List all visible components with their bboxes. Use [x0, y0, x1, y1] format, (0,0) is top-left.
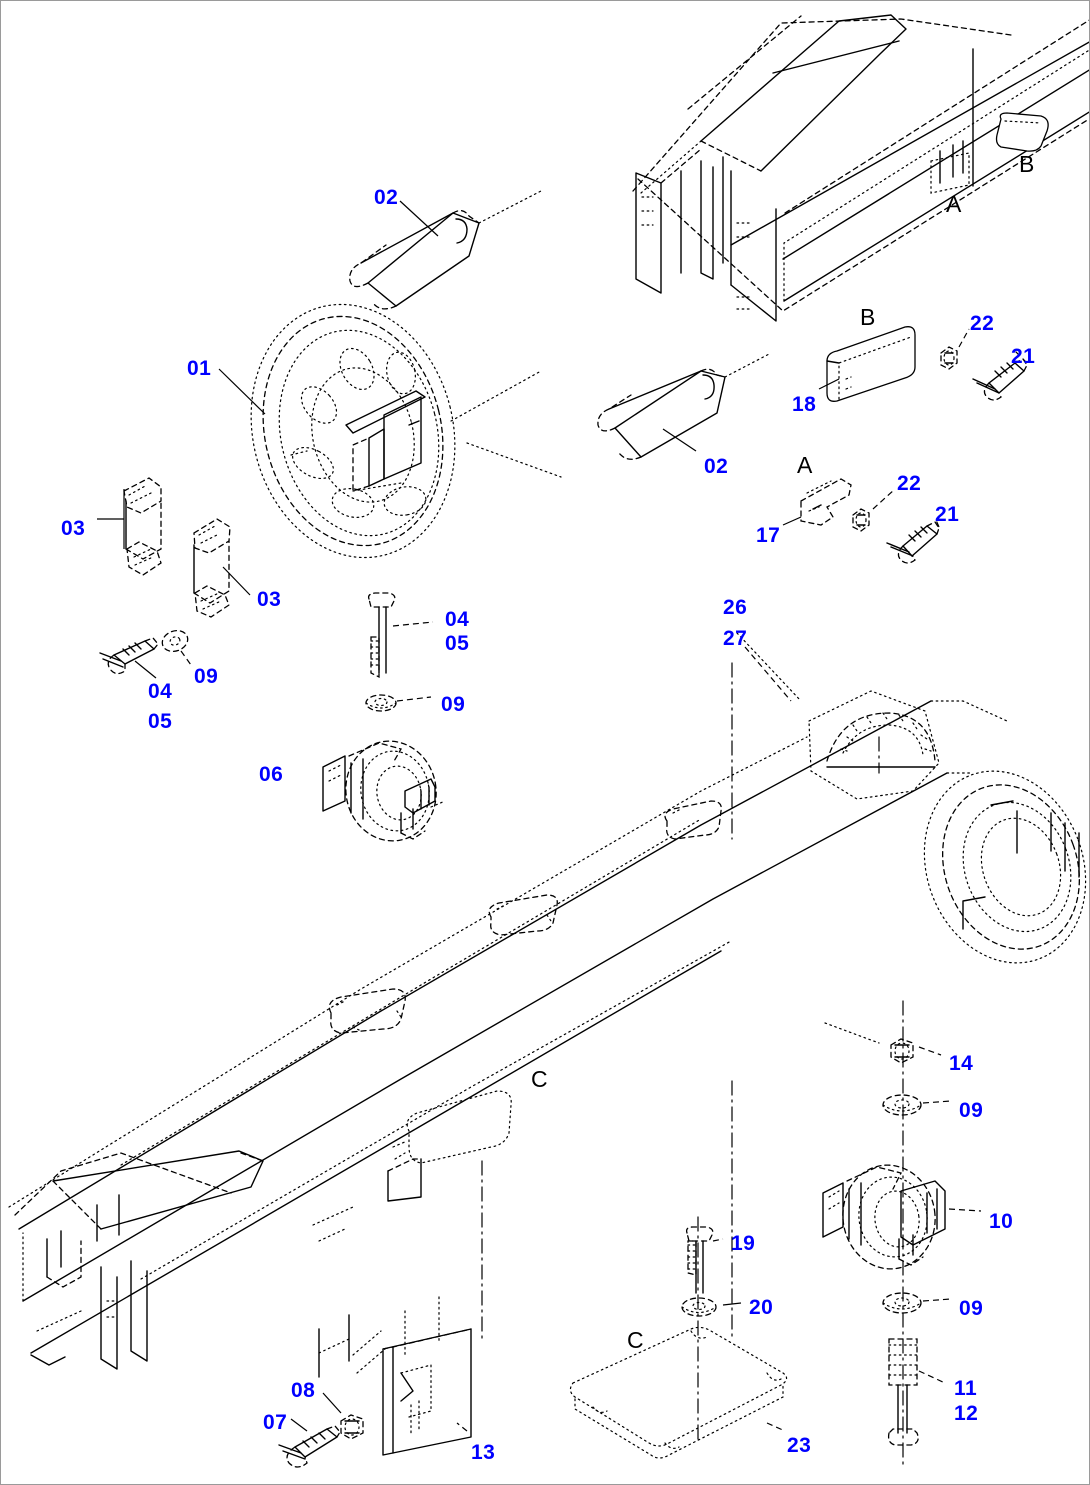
washer-09-center [365, 694, 432, 712]
callout-07: 07 [263, 1411, 288, 1434]
callout-04-lower: 04 [148, 680, 173, 703]
callout-02-mid: 02 [704, 455, 729, 478]
nut-22-lower [852, 488, 896, 532]
cover-plate-18-group [818, 326, 1028, 402]
nut-14 [890, 1038, 942, 1064]
guide-shoe-03-right [193, 518, 251, 618]
callout-21-upper: 21 [1011, 345, 1036, 368]
callout-17: 17 [756, 524, 781, 547]
bolt-11-12 [887, 1338, 946, 1446]
callout-14: 14 [949, 1052, 974, 1075]
section-letter-b-topright: B [1019, 151, 1035, 177]
callout-23: 23 [787, 1434, 812, 1457]
plate-13 [382, 1328, 472, 1456]
callout-19: 19 [731, 1232, 756, 1255]
cover-plate-23 [569, 1326, 788, 1459]
callout-20: 20 [749, 1296, 774, 1319]
section-letter-b-plate: B [860, 304, 876, 330]
main-track-frame [8, 632, 1087, 1470]
callout-09-right-lower: 09 [959, 1297, 984, 1320]
idler-tensioner-06 [322, 740, 446, 842]
nut-08 [322, 1392, 364, 1440]
bolt-04-05-left [99, 629, 192, 679]
callout-13: 13 [471, 1441, 496, 1464]
callout-09-right-upper: 09 [959, 1099, 984, 1122]
leader-26-27 [744, 646, 792, 702]
bolt-21-upper [972, 348, 1028, 401]
nut-22-upper [940, 328, 970, 370]
pin-02-upper [349, 190, 542, 310]
pin-02-mid [597, 352, 772, 460]
washer-09-right-lower [882, 1292, 952, 1314]
washer-09-left [161, 629, 192, 666]
bolt-07 [278, 1418, 341, 1468]
callout-04-upper: 04 [445, 608, 470, 631]
idler-roller-10 [822, 1164, 982, 1270]
plate-13-fastener-group [278, 1328, 472, 1468]
sprocket-wheel-01 [218, 303, 562, 559]
callout-06: 06 [259, 763, 284, 786]
guide-shoe-03-left [97, 477, 162, 576]
section-letter-c-cover: C [627, 1327, 644, 1353]
screw-04-05-center [365, 592, 434, 712]
callout-05-lower: 05 [148, 710, 173, 733]
washer-20 [681, 1297, 742, 1317]
bolt-21-lower [886, 519, 940, 564]
cover-23-fastener-group [569, 1226, 788, 1459]
bracket-17-group [782, 478, 940, 564]
right-vertical-fastener-stack [822, 1022, 982, 1446]
upper-track-frame-assembly [632, 14, 1089, 322]
callout-22-lower: 22 [897, 472, 922, 495]
callout-03-right: 03 [257, 588, 282, 611]
callout-11: 11 [954, 1377, 978, 1400]
callout-09-left: 09 [194, 665, 219, 688]
callout-10: 10 [989, 1210, 1014, 1233]
callout-09-mid: 09 [441, 693, 466, 716]
callout-18: 18 [792, 393, 817, 416]
callout-01: 01 [187, 357, 212, 380]
callout-21-lower: 21 [935, 503, 960, 526]
washer-09-right-upper [882, 1094, 952, 1116]
section-letter-a-bracket: A [797, 452, 813, 478]
callout-05-upper: 05 [445, 632, 470, 655]
screw-19 [685, 1226, 724, 1294]
callout-12: 12 [954, 1402, 979, 1425]
section-letter-a-topright: A [946, 191, 962, 217]
callout-22-upper: 22 [970, 312, 995, 335]
section-letter-c-frame: C [531, 1066, 548, 1092]
callout-26: 26 [723, 596, 748, 619]
callout-27: 27 [723, 627, 748, 650]
callout-02-top: 02 [374, 186, 399, 209]
callout-03-left: 03 [61, 517, 86, 540]
callout-08: 08 [291, 1379, 316, 1402]
